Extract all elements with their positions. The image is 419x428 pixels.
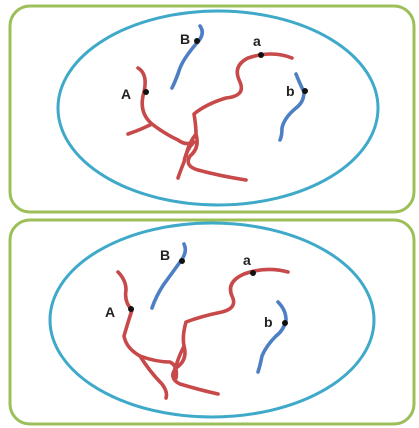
locus-b <box>302 88 308 94</box>
locus-a <box>250 270 256 276</box>
locus-b <box>282 320 288 326</box>
panel-top: A B a b <box>8 4 416 214</box>
label-A: A <box>121 86 131 102</box>
locus-B <box>194 38 200 44</box>
label-B: B <box>160 247 170 263</box>
cell-membrane <box>48 221 376 419</box>
locus-A <box>143 89 149 95</box>
chromosome-blue-B <box>150 242 188 310</box>
locus-B <box>179 258 185 264</box>
panel-frame <box>8 218 416 426</box>
chromosome-red-A <box>116 270 179 400</box>
label-A: A <box>105 304 115 320</box>
chromosome-blue-b <box>256 300 288 374</box>
chromosome-blue-B <box>170 24 205 90</box>
label-B: B <box>180 31 190 47</box>
label-b: b <box>286 83 295 99</box>
chromosome-red-a <box>171 267 290 396</box>
chromosome-red-a <box>184 52 294 182</box>
locus-a <box>258 52 264 58</box>
panel-bottom: A B a b <box>8 218 416 426</box>
chromosome-blue-b <box>278 72 306 142</box>
panel-frame <box>8 4 416 214</box>
label-a: a <box>243 252 251 268</box>
label-b: b <box>264 314 273 330</box>
label-a: a <box>253 33 261 49</box>
locus-A <box>128 306 134 312</box>
cell-membrane <box>56 9 380 207</box>
